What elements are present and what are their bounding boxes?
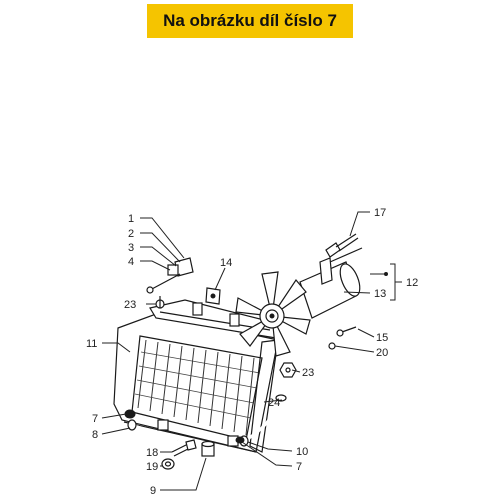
cooling-fan xyxy=(235,247,363,357)
callout-23-left: 23 xyxy=(124,299,136,311)
callout-7-left: 7 xyxy=(92,413,98,425)
callout-4: 4 xyxy=(128,256,134,268)
callout-2: 2 xyxy=(128,228,134,240)
callout-9: 9 xyxy=(150,485,156,497)
callout-labels: 1 2 3 4 23 14 11 17 12 13 15 20 23 24 7 … xyxy=(86,207,418,497)
plug-part-9 xyxy=(201,440,215,457)
screw-part-15 xyxy=(336,326,357,337)
callout-11: 11 xyxy=(86,338,97,350)
callout-23-right: 23 xyxy=(302,367,314,379)
nut-part-23-right xyxy=(279,362,297,378)
callout-12: 12 xyxy=(406,277,418,289)
callout-13: 13 xyxy=(374,288,386,300)
radiator xyxy=(113,299,279,453)
callout-19: 19 xyxy=(146,461,158,473)
bolt-assembly-1-4 xyxy=(146,257,194,294)
nut-part-19 xyxy=(161,458,175,470)
callout-18: 18 xyxy=(146,447,158,459)
leader-lines xyxy=(101,211,402,491)
bracket-part-14 xyxy=(205,287,221,305)
screw-part-23-left xyxy=(155,296,165,309)
clamp-part-7-left xyxy=(124,409,136,419)
callout-10: 10 xyxy=(296,446,308,458)
callout-14: 14 xyxy=(220,257,232,269)
callout-1: 1 xyxy=(128,213,134,225)
hose-part-8 xyxy=(127,419,179,442)
clamp-part-7-right xyxy=(235,436,245,444)
callout-17: 17 xyxy=(374,207,386,219)
bolt-part-17 xyxy=(325,233,359,258)
callout-7-right: 7 xyxy=(296,461,302,473)
callout-3: 3 xyxy=(128,242,134,254)
washer-part-20 xyxy=(328,342,336,350)
bolt-part-18 xyxy=(171,439,197,457)
callout-24: 24 xyxy=(268,397,280,409)
callout-8: 8 xyxy=(92,429,98,441)
callout-20: 20 xyxy=(376,347,388,359)
banner: Na obrázku díl číslo 7 xyxy=(0,0,500,42)
callout-15: 15 xyxy=(376,332,388,344)
banner-title: Na obrázku díl číslo 7 xyxy=(147,4,353,38)
